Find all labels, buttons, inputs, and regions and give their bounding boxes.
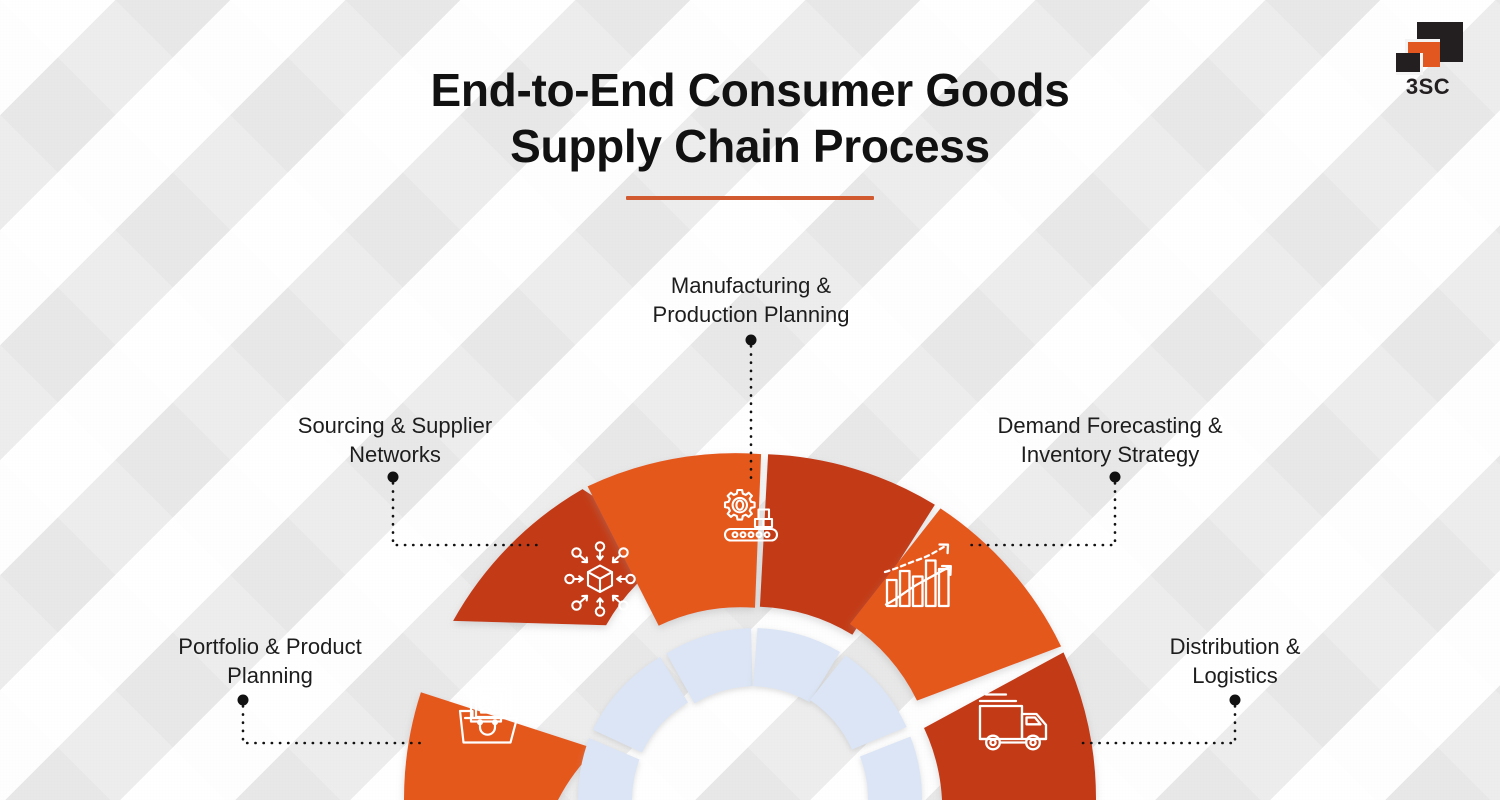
arc-segment-distribution[interactable] bbox=[849, 508, 1062, 701]
logo-shape-dark-small bbox=[1396, 53, 1423, 75]
arc-segment-demand[interactable] bbox=[759, 454, 935, 635]
inner-ring-segment-4 bbox=[753, 628, 840, 703]
callout-label-manufacturing[interactable]: Manufacturing & Production Planning bbox=[652, 273, 850, 328]
connector-dot-demand bbox=[1109, 471, 1121, 483]
inner-ring-segment-6 bbox=[860, 736, 923, 800]
page-title: End-to-End Consumer Goods Supply Chain P… bbox=[0, 62, 1500, 174]
arc-segment-manufacturing[interactable] bbox=[587, 453, 762, 626]
callout-label-portfolio[interactable]: Portfolio & Product Planning bbox=[178, 634, 362, 689]
inner-ring-segment-5 bbox=[810, 655, 907, 750]
arc-segment-portfolio[interactable] bbox=[403, 692, 596, 800]
connector-dot-sourcing bbox=[387, 471, 399, 483]
connector-dot-manufacturing bbox=[745, 334, 757, 346]
connector-portfolio bbox=[241, 696, 424, 745]
inner-ring-segment-3 bbox=[666, 628, 753, 704]
inner-ring-group bbox=[577, 628, 923, 800]
connector-dot-distribution bbox=[1229, 694, 1241, 706]
callout-label-distribution[interactable]: Distribution & Logistics bbox=[1169, 634, 1301, 689]
brand-logo: 3SC bbox=[1382, 22, 1474, 108]
outer-ring-group bbox=[403, 453, 1097, 800]
page-title-line-2: Supply Chain Process bbox=[510, 120, 990, 173]
title-block: End-to-End Consumer Goods Supply Chain P… bbox=[0, 62, 1500, 201]
connector-distribution bbox=[1078, 696, 1237, 745]
callout-label-demand-forecasting[interactable]: Demand Forecasting & Inventory Strategy bbox=[997, 413, 1223, 468]
connector-dots-group bbox=[237, 334, 1241, 706]
page-title-line-1: End-to-End Consumer Goods bbox=[430, 64, 1070, 116]
connector-dot-portfolio bbox=[237, 694, 249, 706]
title-underline-rule bbox=[626, 196, 874, 201]
connector-sourcing bbox=[391, 473, 542, 547]
logo-text: 3SC bbox=[1405, 74, 1451, 99]
inner-ring-segment-1 bbox=[577, 738, 640, 800]
callout-label-sourcing[interactable]: Sourcing & Supplier Networks bbox=[297, 413, 493, 468]
connector-lines-group bbox=[241, 336, 1237, 745]
inner-ring-segment-2 bbox=[592, 657, 688, 753]
logo-mark bbox=[1393, 22, 1463, 75]
connector-demand bbox=[963, 473, 1117, 547]
